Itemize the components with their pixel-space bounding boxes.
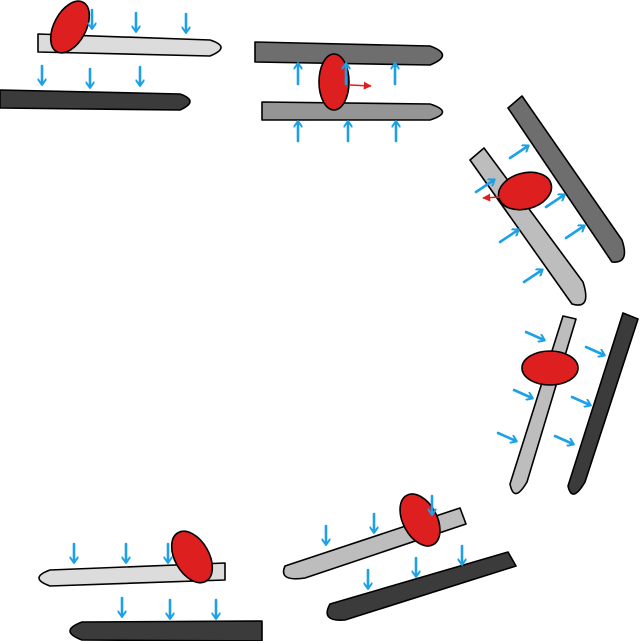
flow-arrows bbox=[74, 542, 216, 618]
blue-arrow-icon bbox=[584, 345, 604, 355]
blue-arrow-icon bbox=[496, 431, 516, 441]
rod-dark-gray bbox=[507, 95, 626, 263]
stage-2 bbox=[254, 41, 444, 143]
particle-oval bbox=[318, 53, 350, 111]
particle-oval bbox=[497, 171, 553, 211]
rod-light bbox=[37, 33, 222, 57]
stage-1 bbox=[0, 0, 222, 111]
red-arrow-icon bbox=[349, 81, 372, 90]
blue-arrow-icon bbox=[564, 226, 584, 240]
flow-arrows bbox=[42, 8, 186, 87]
blue-arrow-icon bbox=[524, 330, 544, 340]
particle-oval bbox=[521, 350, 579, 386]
rod-dark bbox=[0, 89, 191, 111]
rod-dark bbox=[326, 551, 517, 621]
rod-mid bbox=[509, 315, 577, 495]
stage-3 bbox=[469, 95, 626, 306]
blue-arrow-icon bbox=[508, 146, 528, 160]
stage-4 bbox=[496, 312, 639, 495]
red-arrow-icon bbox=[482, 193, 501, 202]
rod-gray bbox=[261, 101, 444, 121]
blue-arrow-icon bbox=[553, 434, 573, 444]
particle-oval bbox=[49, 0, 91, 54]
blue-arrow-icon bbox=[512, 388, 532, 398]
stage-5 bbox=[282, 493, 517, 621]
flow-arrows bbox=[474, 146, 584, 284]
stage-6 bbox=[38, 530, 263, 641]
blue-arrow-icon bbox=[570, 395, 590, 405]
flow-arrows bbox=[326, 494, 462, 588]
rod-dark bbox=[69, 620, 263, 641]
blue-arrow-icon bbox=[522, 270, 542, 284]
blue-arrow-icon bbox=[498, 230, 518, 244]
flow-arrows bbox=[496, 330, 604, 444]
rod-dark-gray bbox=[254, 41, 444, 66]
flow-arrows bbox=[298, 64, 396, 143]
rod-dark bbox=[567, 312, 639, 495]
blue-arrow-icon bbox=[474, 180, 494, 194]
blue-arrow-icon bbox=[544, 195, 564, 209]
rod-mid bbox=[469, 147, 587, 306]
particle-oval bbox=[170, 530, 214, 584]
